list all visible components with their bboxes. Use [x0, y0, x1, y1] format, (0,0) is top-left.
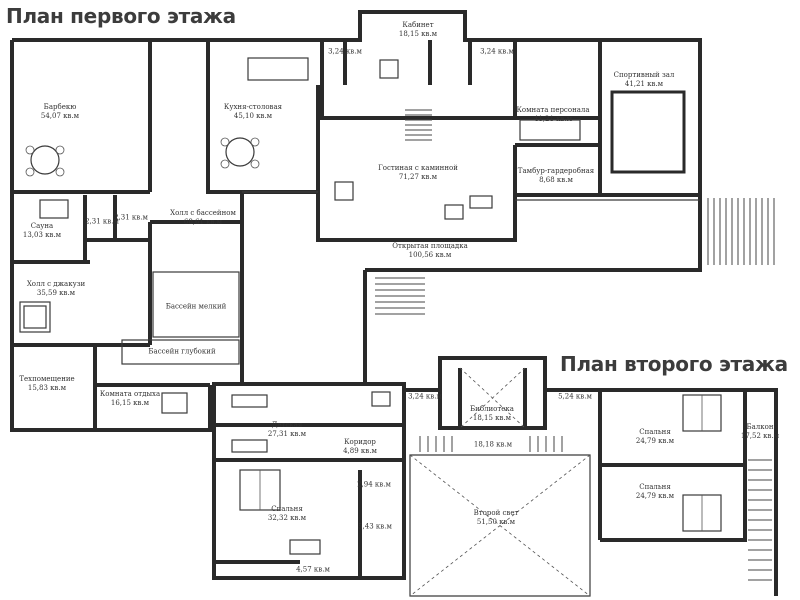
- room-label-f2-bath-2: 5,24 кв.м: [558, 392, 592, 401]
- room-label-bath-3: 2,31 кв.м: [85, 217, 119, 226]
- room-label-deep-pool: Бассейн глубокий: [148, 347, 216, 356]
- floor1-walls: [10, 10, 702, 432]
- floor2-walls: [212, 356, 778, 597]
- floor1-stairs: [375, 109, 775, 315]
- floor1-furniture: [19, 57, 581, 414]
- room-label-f2-bath-3: 2,94 кв.м: [357, 480, 391, 489]
- floor2-furniture: [231, 391, 722, 555]
- floor1-title: План первого этажа: [6, 4, 236, 28]
- room-label-f2-small-room: 4,57 кв.м: [296, 565, 330, 574]
- room-label-bath-1: 3,24 кв.м: [328, 47, 362, 56]
- floor2-title: План второго этажа: [560, 352, 788, 376]
- room-label-shallow-pool: Бассейн мелкий: [165, 302, 227, 311]
- floor2-stairs: [419, 436, 772, 581]
- pools: [121, 90, 686, 365]
- room-label-f2-bath-4: 5,43 кв.м: [358, 522, 392, 531]
- room-label-bath-2: 3,24 кв.м: [480, 47, 514, 56]
- room-label-f2-bath-1: 3,24 кв.м: [408, 392, 442, 401]
- room-label-bath-4: 2,31 кв.м: [114, 213, 148, 222]
- room-label-f2-hall: 18,18 кв.м: [473, 440, 513, 449]
